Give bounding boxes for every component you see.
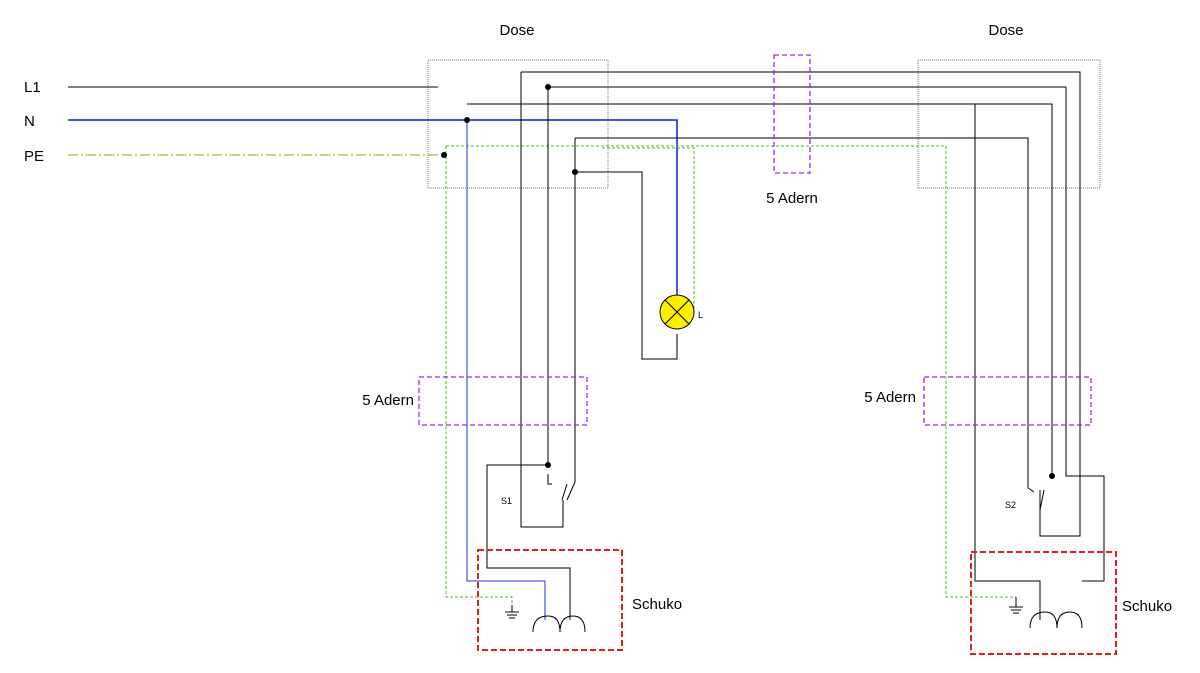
label-schuko-right: Schuko xyxy=(1122,598,1172,615)
cable-wire-2 xyxy=(548,86,1105,582)
label-dose-right: Dose xyxy=(988,22,1023,39)
cable-marker-top xyxy=(773,54,811,174)
cable-wire-3 xyxy=(467,103,1053,476)
wire-n-to-schuko xyxy=(466,120,546,620)
junction-dot xyxy=(441,152,447,158)
junction-dot xyxy=(1049,473,1055,479)
junction-dot xyxy=(545,84,551,90)
junction-box-right xyxy=(917,59,1101,189)
label-switch-s1: S1 xyxy=(501,496,512,506)
label-l1: L1 xyxy=(24,79,41,96)
wire-lamp-switched xyxy=(575,171,678,360)
label-adern-right: 5 Adern xyxy=(864,389,916,406)
schuko-symbol-left xyxy=(505,605,586,633)
outlet-marker-left xyxy=(477,549,623,651)
wire-l1-to-s1 xyxy=(486,87,571,620)
cable-wire-4 xyxy=(575,137,1029,488)
label-adern-left: 5 Adern xyxy=(362,392,414,409)
label-switch-s2: S2 xyxy=(1005,500,1016,510)
label-pe: PE xyxy=(24,148,44,165)
schuko-symbol-right xyxy=(1009,597,1083,629)
label-n: N xyxy=(24,113,35,130)
wire-s1-out xyxy=(566,138,576,501)
junction-dot xyxy=(545,462,551,468)
switch-s2-icon xyxy=(1027,487,1045,536)
cable-marker-left xyxy=(418,376,588,426)
outlet-marker-right xyxy=(970,551,1117,655)
label-schuko-left: Schuko xyxy=(632,596,682,613)
n-supply-line xyxy=(68,119,678,297)
switch-s1-icon xyxy=(547,474,568,501)
lamp-icon xyxy=(659,294,695,330)
wire-s1-return xyxy=(520,72,564,528)
label-dose-left: Dose xyxy=(499,22,534,39)
cable-wire-pe xyxy=(446,145,1016,598)
label-adern-top: 5 Adern xyxy=(766,190,818,207)
label-lamp: L xyxy=(698,310,703,320)
cable-wire-1 xyxy=(521,71,1081,537)
cable-marker-right xyxy=(923,376,1092,426)
junction-dot xyxy=(572,169,578,175)
wire-right-n xyxy=(974,104,1041,620)
wire-lamp-pe xyxy=(602,147,695,312)
wire-pe-to-schuko xyxy=(445,146,513,605)
junction-dot xyxy=(464,117,470,123)
junction-box-left xyxy=(427,59,609,189)
